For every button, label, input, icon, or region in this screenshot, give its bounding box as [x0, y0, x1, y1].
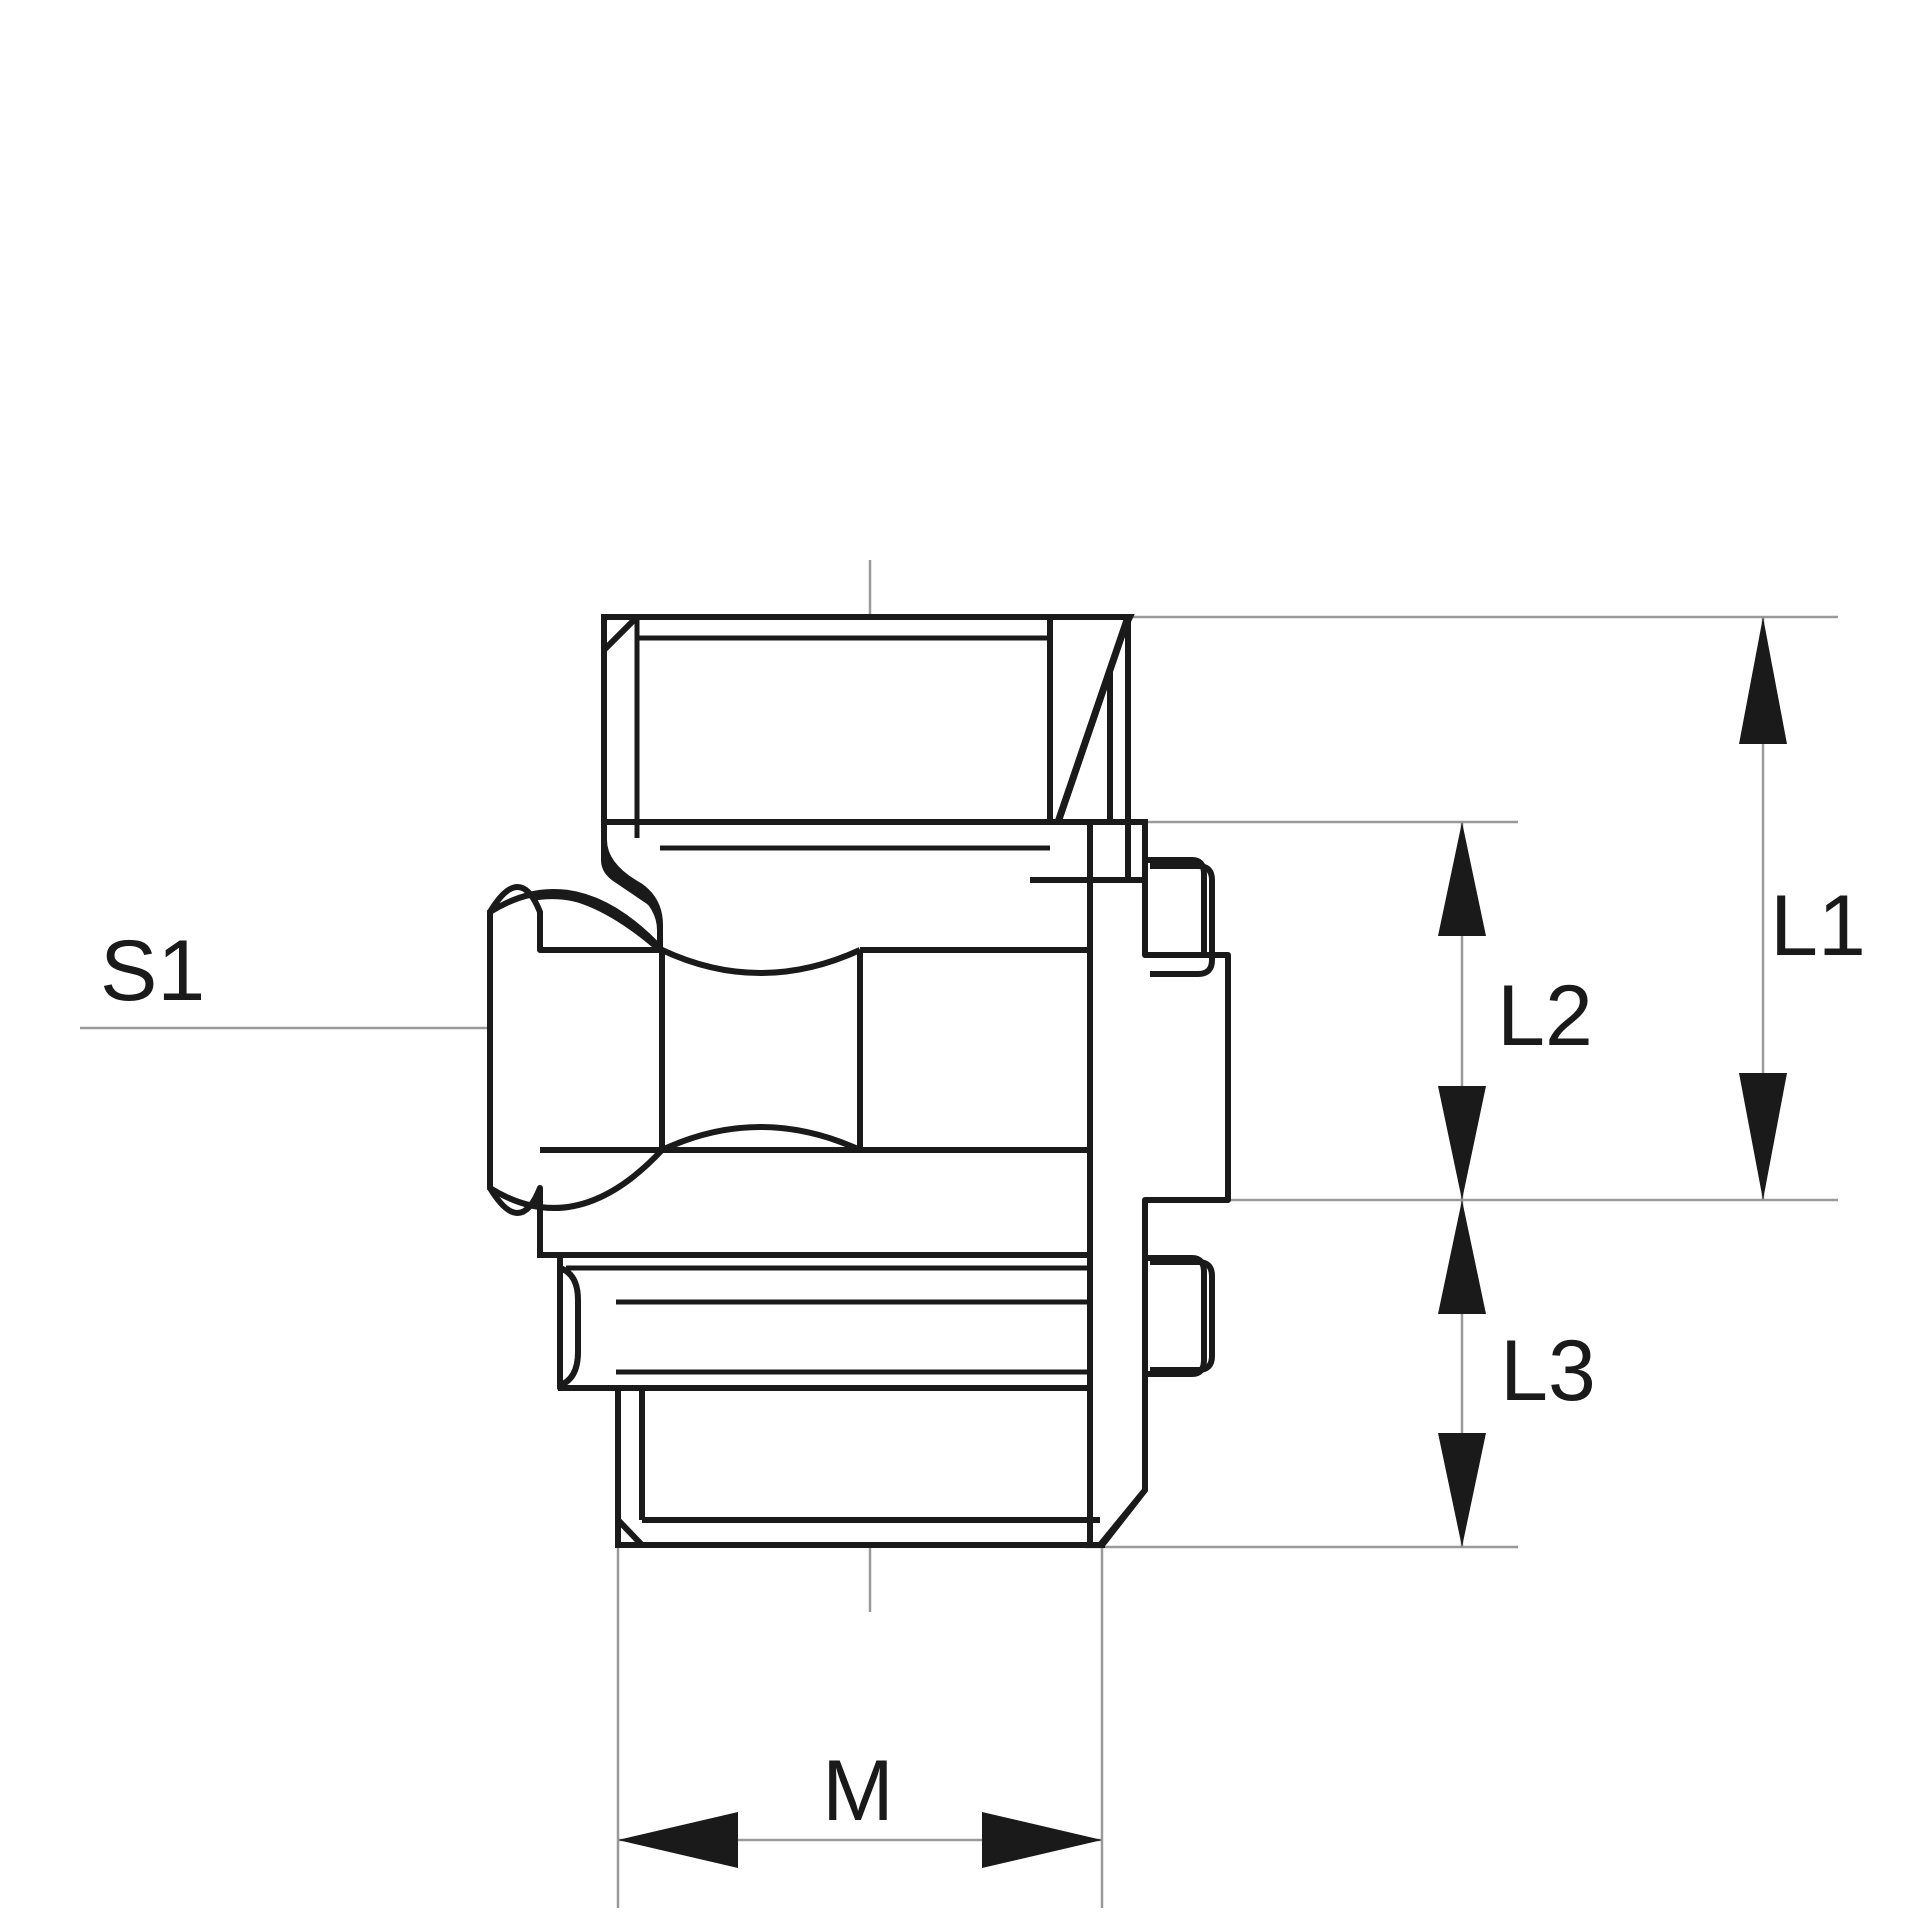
- label-l2: L2: [1497, 968, 1593, 1064]
- hex-arc-right-top: [660, 947, 862, 976]
- top-chamfer-line: [601, 614, 640, 653]
- lower-thread-left-profile: [556, 1255, 581, 1389]
- dimension-label-group: S1 L1 L2 L3 M: [100, 878, 1866, 1839]
- label-m: M: [822, 1743, 894, 1839]
- label-l3: L3: [1500, 1323, 1596, 1419]
- arrowheads-group: [618, 617, 1787, 1868]
- hex-arc-right-bottom: [660, 1124, 862, 1153]
- l2-bottom-arrowhead: [1438, 1086, 1486, 1200]
- l1-top-arrowhead: [1739, 617, 1787, 744]
- bottom-spigot-chamfer-line: [615, 1517, 645, 1548]
- lower-right-notch: [1150, 1259, 1215, 1373]
- waist-transition: [601, 822, 663, 950]
- hex-bottom-arc: [488, 1147, 665, 1211]
- internal-detail-lines: [487, 614, 1215, 1548]
- m-right-arrowhead: [982, 1812, 1102, 1868]
- l3-bottom-arrowhead: [1438, 1433, 1486, 1547]
- body-notch-lower: [1145, 1255, 1207, 1377]
- hex-top-arc: [488, 889, 665, 953]
- label-s1: S1: [100, 923, 205, 1019]
- m-left-arrowhead: [618, 1812, 738, 1868]
- label-l1: L1: [1770, 878, 1866, 974]
- l3-top-arrowhead: [1438, 1200, 1486, 1314]
- upper-right-notch: [1150, 863, 1215, 977]
- l1-bottom-arrowhead: [1739, 1073, 1787, 1200]
- body-top-chamfer-line: [1054, 615, 1132, 824]
- l2-top-arrowhead: [1438, 822, 1486, 936]
